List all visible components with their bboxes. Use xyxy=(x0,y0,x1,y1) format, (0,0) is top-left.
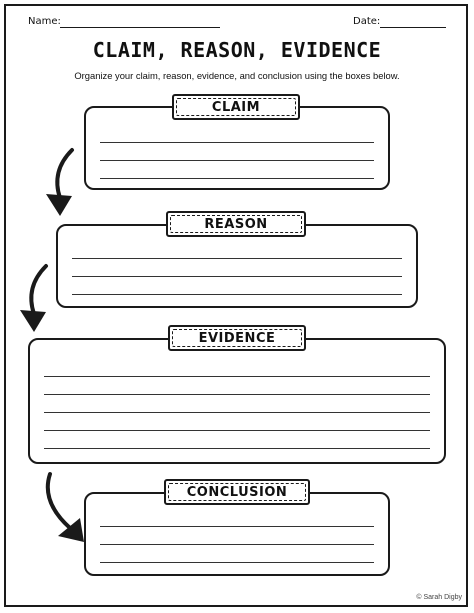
page-title: CLAIM, REASON, EVIDENCE xyxy=(92,38,382,62)
copyright-text: © Sarah Digby xyxy=(416,594,462,601)
evidence-box[interactable] xyxy=(28,338,446,464)
name-label: Name: xyxy=(28,16,61,27)
writing-line xyxy=(44,430,430,431)
writing-line xyxy=(72,276,402,277)
curved-arrow-icon xyxy=(20,264,48,332)
name-field[interactable] xyxy=(60,27,220,28)
writing-line xyxy=(100,526,374,527)
curved-arrow-icon xyxy=(45,472,84,542)
writing-line xyxy=(44,412,430,413)
writing-line xyxy=(100,544,374,545)
curved-arrow-icon xyxy=(46,148,74,216)
conclusion-label-tag: CONCLUSION xyxy=(164,479,310,505)
writing-line xyxy=(100,178,374,179)
date-label: Date: xyxy=(353,16,381,27)
instructions: Organize your claim, reason, evidence, a… xyxy=(74,70,400,81)
reason-label: REASON xyxy=(204,216,268,232)
writing-line xyxy=(72,258,402,259)
reason-label-tag: REASON xyxy=(166,211,306,237)
writing-line xyxy=(100,562,374,563)
writing-line xyxy=(72,294,402,295)
conclusion-label: CONCLUSION xyxy=(186,484,288,500)
writing-line xyxy=(100,160,374,161)
writing-line xyxy=(100,142,374,143)
claim-label-tag: CLAIM xyxy=(172,94,300,120)
claim-label: CLAIM xyxy=(211,99,261,115)
evidence-label-tag: EVIDENCE xyxy=(168,325,306,351)
date-field[interactable] xyxy=(380,27,446,28)
writing-line xyxy=(44,376,430,377)
writing-line xyxy=(44,394,430,395)
page-border xyxy=(4,4,468,607)
writing-line xyxy=(44,448,430,449)
evidence-label: EVIDENCE xyxy=(198,330,276,346)
